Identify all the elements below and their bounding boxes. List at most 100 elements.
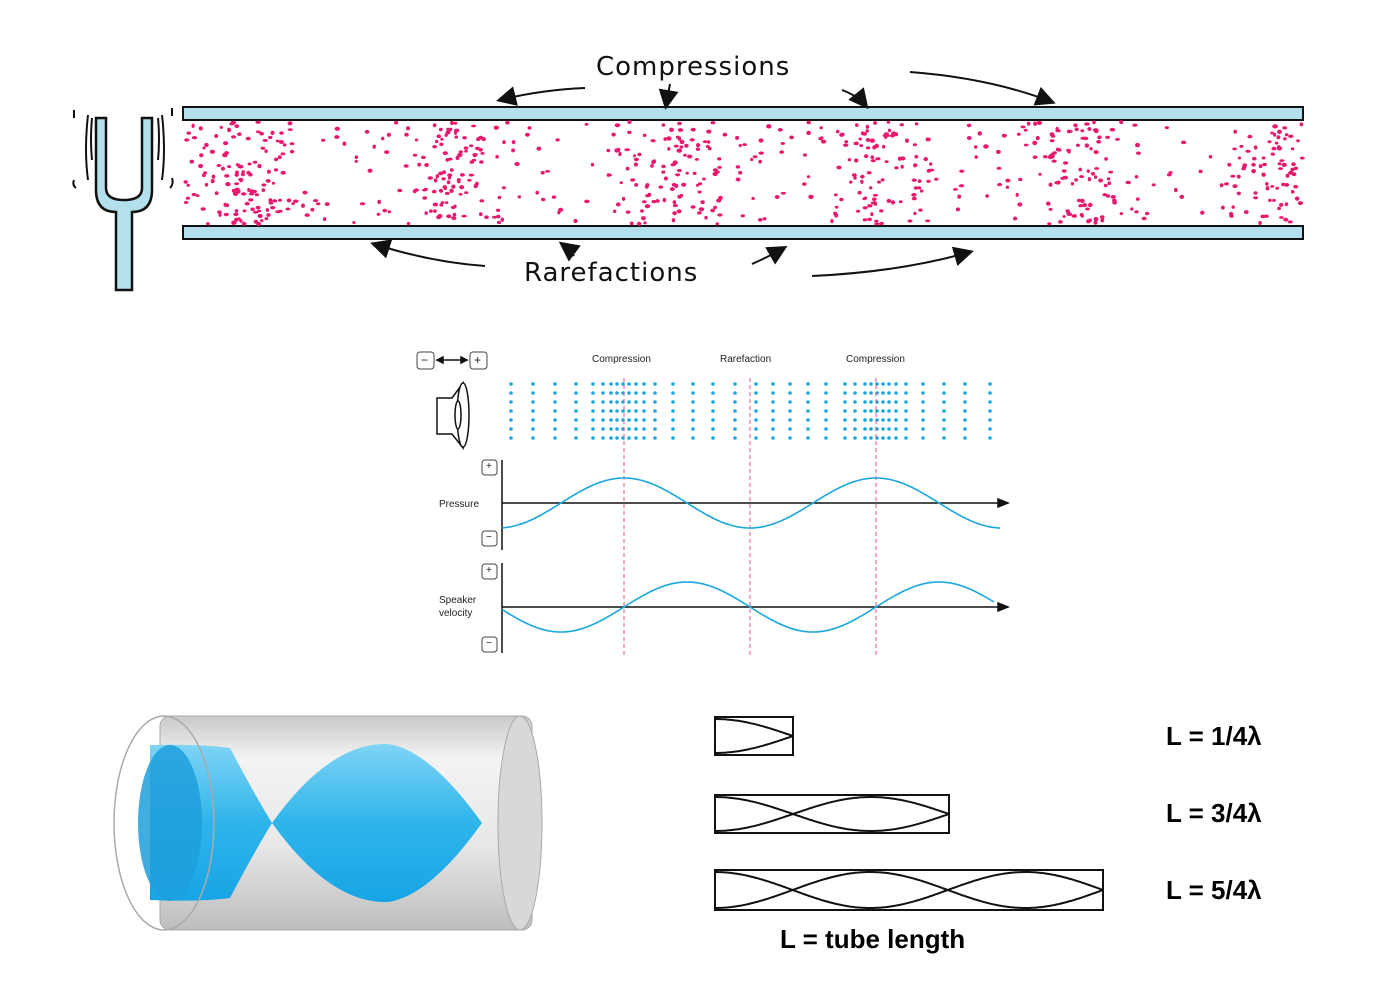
- air-particle: [424, 211, 428, 215]
- particle-dot: [824, 391, 828, 395]
- air-particle: [1130, 207, 1134, 211]
- air-particle: [1267, 140, 1272, 144]
- air-particle: [1288, 171, 1294, 175]
- particle-dot: [711, 418, 715, 422]
- air-particle: [853, 141, 858, 146]
- air-particle: [650, 139, 656, 143]
- particle-dot: [691, 418, 695, 422]
- particle-dot: [843, 391, 847, 395]
- air-particle: [446, 214, 452, 219]
- particle-dot: [754, 418, 758, 422]
- standing-wave-curve: [715, 796, 950, 832]
- air-particle: [1261, 156, 1266, 160]
- particle-dot: [711, 391, 715, 395]
- air-particle: [364, 129, 370, 134]
- air-particle: [857, 190, 862, 195]
- tube-svg: [72, 71, 1305, 292]
- air-particle: [1093, 220, 1098, 225]
- air-particle: [879, 209, 884, 213]
- particle-dot: [591, 400, 595, 404]
- particle-dot: [904, 436, 908, 440]
- air-particle: [905, 138, 909, 143]
- standing-wave-curve: [715, 871, 1104, 909]
- particle-dot: [921, 391, 925, 395]
- air-particle: [851, 173, 857, 177]
- air-particle: [394, 120, 399, 125]
- arrow-compression-4: [909, 71, 1056, 106]
- particle-dot: [653, 436, 657, 440]
- air-particle: [1198, 169, 1203, 174]
- air-particle: [834, 205, 839, 209]
- air-particle: [247, 162, 252, 166]
- particle-dot: [806, 409, 810, 413]
- air-particle: [870, 201, 876, 205]
- air-particle: [467, 178, 472, 182]
- air-particle: [1299, 156, 1305, 160]
- particle-dot: [824, 436, 828, 440]
- particle-dot: [843, 400, 847, 404]
- air-particle: [1033, 121, 1038, 126]
- particle-dot: [754, 436, 758, 440]
- particle-dot: [881, 418, 885, 422]
- air-particle: [233, 212, 239, 217]
- air-particle: [264, 149, 268, 154]
- air-particle: [616, 147, 621, 153]
- air-particle: [1247, 134, 1253, 139]
- air-particle: [710, 208, 716, 213]
- air-particle: [738, 170, 743, 175]
- tube-outline: [714, 716, 794, 756]
- particle-dot: [711, 436, 715, 440]
- air-particle: [1288, 134, 1294, 138]
- particle-dot: [887, 400, 891, 404]
- particle-dot: [634, 418, 638, 422]
- air-particle: [406, 126, 410, 131]
- particle-dot: [531, 400, 535, 404]
- air-particle: [260, 146, 266, 150]
- air-particle: [268, 135, 273, 140]
- particle-dot: [988, 427, 992, 431]
- air-particle: [354, 159, 358, 163]
- particle-dot: [942, 418, 946, 422]
- air-particle: [334, 126, 340, 131]
- air-particle: [864, 196, 868, 200]
- air-particle: [265, 179, 271, 183]
- air-particle: [1110, 195, 1117, 199]
- air-particle: [884, 160, 889, 164]
- air-particle: [958, 184, 965, 188]
- air-particle: [432, 123, 437, 128]
- air-particle: [279, 131, 284, 135]
- air-particle: [1092, 120, 1096, 125]
- air-particle: [758, 151, 764, 155]
- air-particle: [618, 151, 622, 157]
- air-particle: [223, 212, 229, 217]
- particle-dot: [509, 436, 513, 440]
- air-particle: [955, 207, 961, 212]
- air-particle: [1174, 187, 1178, 193]
- air-particle: [820, 139, 827, 144]
- air-particle: [453, 121, 458, 125]
- particle-dot: [671, 427, 675, 431]
- air-particle: [874, 219, 879, 223]
- air-particle: [462, 136, 467, 140]
- air-particle: [1100, 218, 1105, 223]
- air-particle: [454, 135, 459, 139]
- particle-dot: [634, 427, 638, 431]
- particle-dot: [609, 436, 613, 440]
- particle-dot: [921, 436, 925, 440]
- tube-label-3: L = 5/4λ: [1166, 875, 1262, 905]
- particle-dot: [863, 409, 867, 413]
- particle-dot: [754, 409, 758, 413]
- particle-dot: [894, 418, 898, 422]
- air-particle: [1093, 175, 1098, 179]
- air-particle: [875, 157, 881, 161]
- particle-dot: [988, 409, 992, 413]
- air-particle: [442, 151, 448, 156]
- air-particle: [555, 138, 560, 142]
- air-particle: [1048, 182, 1053, 187]
- air-particle: [277, 155, 282, 160]
- air-particle: [1079, 175, 1084, 179]
- particle-dot: [869, 382, 873, 386]
- air-particle: [636, 221, 642, 226]
- particle-dot: [574, 418, 578, 422]
- particle-dot: [904, 427, 908, 431]
